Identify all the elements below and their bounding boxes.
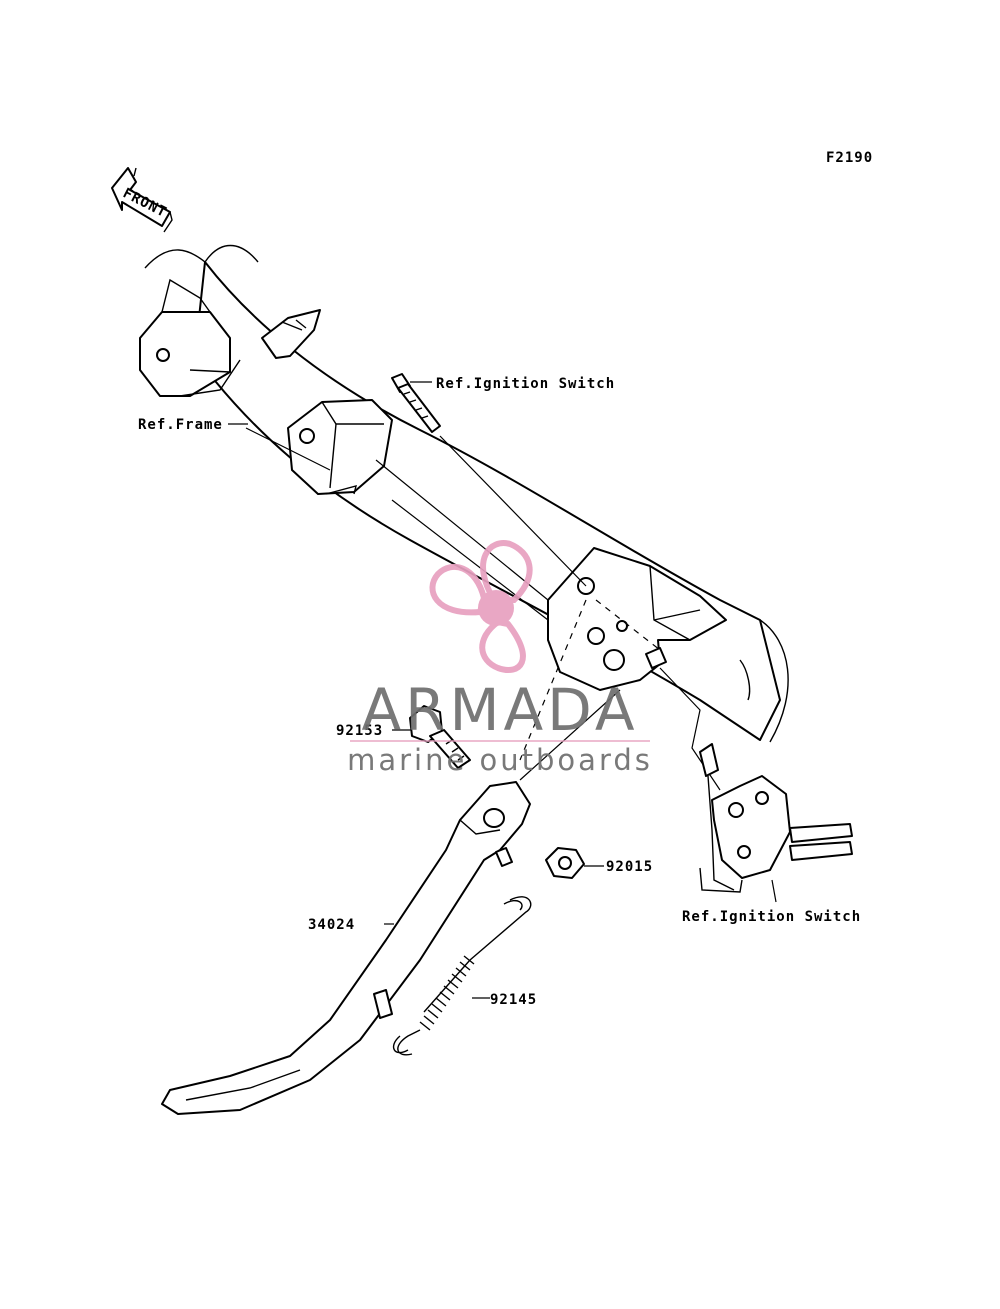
- ignition-switch-bolt-top: [391, 373, 441, 433]
- frame-block-middle: [287, 399, 393, 495]
- bolt-92153: [392, 705, 471, 769]
- label-92145: 92145: [490, 992, 537, 1008]
- watermark-tagline: marine outboards: [347, 743, 653, 777]
- watermark: ARMADA marine outboards: [347, 540, 653, 777]
- spring-92145: [392, 896, 532, 1056]
- diagram-code: F2190: [826, 150, 873, 166]
- propeller-logo-icon: [429, 540, 533, 673]
- label-ref-frame: Ref.Frame: [138, 417, 223, 433]
- label-ref-ignition-switch-bottom: Ref.Ignition Switch: [682, 909, 861, 925]
- ignition-switch-assembly: [699, 743, 853, 903]
- side-stand-34024: [161, 781, 531, 1115]
- label-ref-ignition-switch-top: Ref.Ignition Switch: [436, 376, 615, 392]
- nut-92015: [545, 847, 604, 879]
- assembly-lines: [245, 427, 721, 791]
- spring-coils: [419, 955, 475, 1031]
- front-arrow-icon: FRONT: [111, 167, 173, 233]
- label-92015: 92015: [606, 859, 653, 875]
- frame-tube: [144, 245, 789, 743]
- label-92153: 92153: [336, 723, 383, 739]
- stand-bracket: [547, 547, 727, 691]
- frame-bracket-upper: [139, 278, 321, 397]
- watermark-brand: ARMADA: [361, 676, 638, 744]
- label-34024: 34024: [308, 917, 355, 933]
